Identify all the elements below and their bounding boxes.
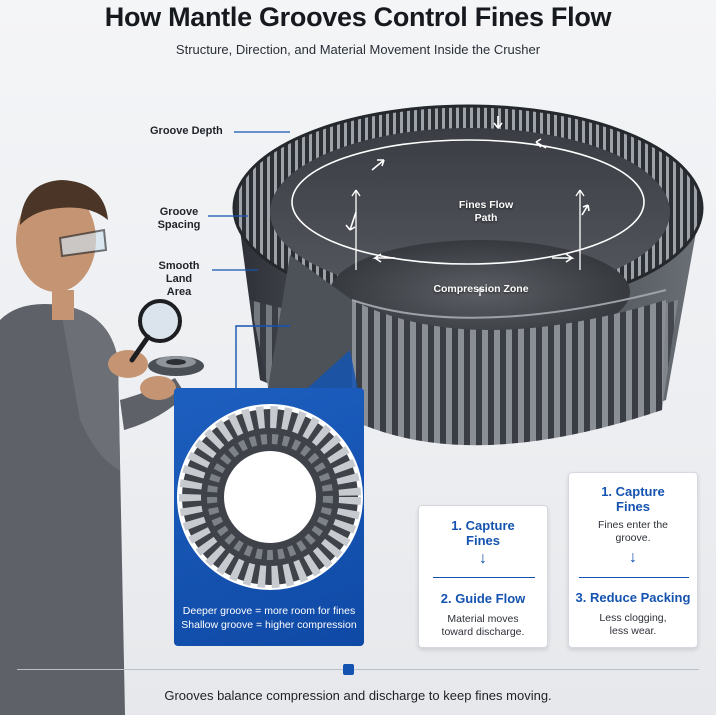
compression-zone-label: Compression Zone bbox=[433, 283, 529, 295]
callout-smooth-land: Smooth Land Area bbox=[146, 260, 212, 299]
card-right-step1-body-line1: Fines enter the bbox=[597, 519, 669, 531]
callout-groove-spacing: Groove Spacing bbox=[150, 206, 208, 232]
card-right-step3-title: 3. Reduce Packing bbox=[575, 590, 691, 605]
footer-divider bbox=[17, 669, 699, 670]
footer-summary: Grooves balance compression and discharg… bbox=[164, 688, 552, 703]
fines-flow-path bbox=[291, 139, 645, 265]
card-right-divider bbox=[579, 577, 689, 578]
callout-groove-spacing-line1: Groove bbox=[159, 206, 199, 218]
card-left-step2-title: 2. Guide Flow bbox=[440, 591, 526, 606]
card-right-step1-title-line2: Fines bbox=[616, 499, 650, 514]
card-left-divider bbox=[433, 577, 535, 578]
front-grooves bbox=[352, 300, 666, 446]
inset-center bbox=[224, 451, 316, 543]
page-title: How Mantle Grooves Control Fines Flow bbox=[104, 2, 612, 32]
inset-caption-line1: Deeper groove = more room for fines bbox=[182, 605, 356, 617]
callout-smooth-land-line1: Smooth Land bbox=[158, 260, 200, 285]
inset-caption: Deeper groove = more room for fines Shal… bbox=[174, 604, 364, 632]
page-subtitle: Structure, Direction, and Material Movem… bbox=[175, 42, 541, 57]
callout-smooth-land-line2: Area bbox=[166, 286, 192, 298]
card-right-step3-body-line2: less wear. bbox=[609, 625, 657, 637]
footer-marker bbox=[343, 664, 354, 675]
down-arrow-icon: ↓ bbox=[629, 549, 637, 566]
card-left-step2-body-line1: Material moves bbox=[447, 613, 519, 625]
fines-flow-label-line2: Path bbox=[474, 212, 498, 224]
magnifier-icon bbox=[138, 299, 182, 343]
card-capture-reduce: 1. Capture Fines Fines enter the groove.… bbox=[568, 472, 698, 648]
fines-flow-label-line1: Fines Flow bbox=[458, 199, 514, 211]
engineer-hair bbox=[20, 180, 108, 225]
callout-groove-depth: Groove Depth bbox=[150, 125, 223, 137]
card-left-step1-title-line1: 1. Capture bbox=[451, 518, 515, 533]
safety-glasses-icon bbox=[58, 228, 108, 258]
fines-flow-label: Fines Flow Path bbox=[448, 199, 524, 225]
down-arrow-icon: ↓ bbox=[479, 550, 487, 567]
card-right-step1-body-line2: groove. bbox=[615, 532, 651, 544]
card-right-step1-title-line1: 1. Capture bbox=[601, 484, 665, 499]
card-left-step1-title-line2: Fines bbox=[466, 533, 500, 548]
engineer-figure bbox=[0, 180, 204, 715]
engineer-head bbox=[16, 188, 96, 292]
card-capture-guide: 1. Capture Fines ↓ 2. Guide Flow Materia… bbox=[418, 505, 548, 648]
callout-groove-spacing-line2: Spacing bbox=[157, 219, 201, 231]
card-left-step2-body-line2: toward discharge. bbox=[441, 626, 525, 638]
inset-caption-line2: Shallow groove = higher compression bbox=[181, 619, 357, 631]
card-right-step3-body-line1: Less clogging, bbox=[599, 612, 667, 624]
